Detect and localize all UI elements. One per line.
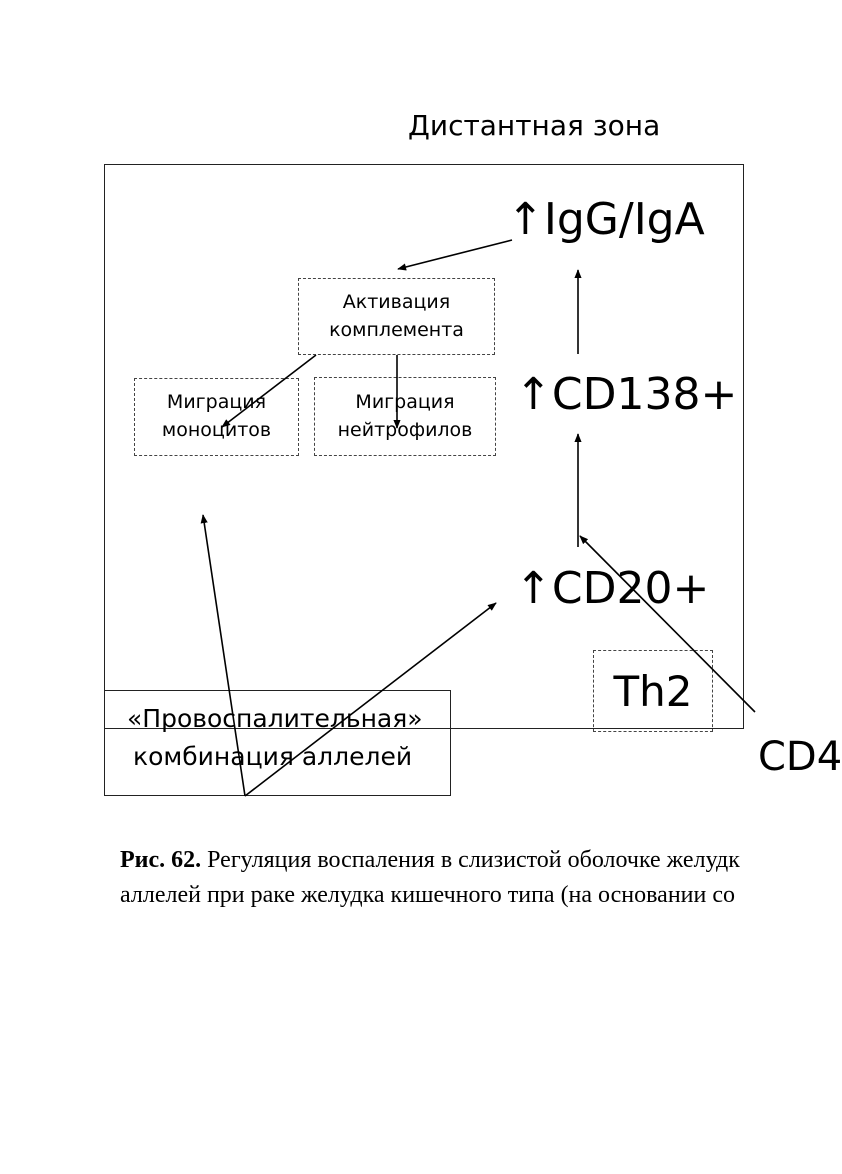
zone-title: Дистантная зона	[408, 109, 661, 142]
complement-activation-label: Активация комплемента	[329, 290, 464, 341]
complement-activation-box: Активация комплемента	[298, 278, 495, 355]
figure-caption: Рис. 62. Регуляция воспаления в слизисто…	[120, 843, 831, 913]
monocyte-migration-label: Миграция моноцитов	[161, 391, 272, 441]
igg-iga-label: ↑IgG/IgA	[507, 194, 705, 245]
neutrophil-migration-box: Миграция нейтрофилов	[314, 377, 496, 456]
caption-line1: Рис. 62. Регуляция воспаления в слизисто…	[120, 843, 831, 878]
cd20-label: ↑CD20+	[515, 563, 710, 614]
th2-box: Th2	[593, 650, 713, 732]
caption-text-line1: Регуляция воспаления в слизистой оболочк…	[201, 847, 740, 873]
cd138-label: ↑CD138+	[515, 369, 738, 420]
monocyte-migration-box: Миграция моноцитов	[134, 378, 299, 456]
caption-figure-number: Рис. 62.	[120, 847, 202, 873]
allele-combination-line1: «Провоспалительная»	[127, 704, 423, 733]
allele-combination-line2: комбинация аллелей	[133, 742, 413, 771]
caption-text-line2: аллелей при раке желудка кишечного типа …	[120, 882, 735, 908]
cd4-label: CD4	[758, 734, 842, 780]
th2-label: Th2	[613, 666, 693, 716]
neutrophil-migration-label: Миграция нейтрофилов	[337, 390, 473, 441]
